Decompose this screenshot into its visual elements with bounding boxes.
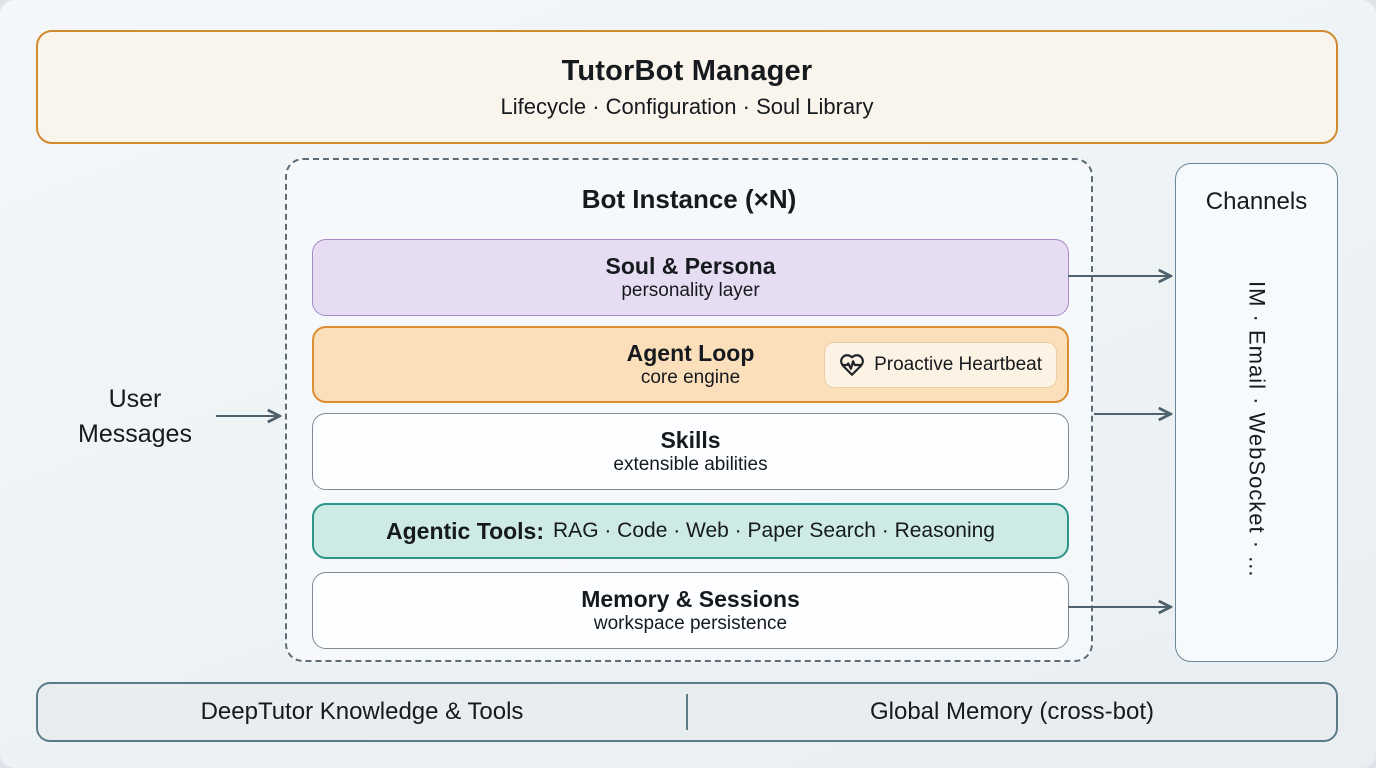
soul-persona-node: Soul & Persona personality layer (312, 239, 1069, 316)
soul-persona-title: Soul & Persona (605, 252, 776, 279)
deeptutor-knowledge-label: DeepTutor Knowledge & Tools (200, 698, 524, 725)
agentic-tools-node: Agentic Tools: RAG · Code · Web · Paper … (312, 503, 1069, 559)
proactive-heartbeat-label: Proactive Heartbeat (874, 353, 1042, 375)
bot-instance-title: Bot Instance (×N) (581, 184, 797, 214)
foundation-bar: DeepTutor Knowledge & Tools Global Memor… (36, 682, 1338, 742)
user-messages-label: User Messages (40, 382, 230, 451)
channels-items: IM · Email · WebSocket · ... (1244, 281, 1270, 578)
memory-sessions-node: Memory & Sessions workspace persistence (312, 572, 1069, 649)
memory-sessions-title: Memory & Sessions (581, 585, 800, 612)
foundation-divider (686, 694, 688, 730)
skills-subtitle: extensible abilities (613, 454, 768, 476)
manager-subtitle: Lifecycle · Configuration · Soul Library (500, 93, 874, 119)
memory-sessions-subtitle: workspace persistence (593, 613, 788, 635)
soul-persona-subtitle: personality layer (621, 280, 760, 302)
proactive-heartbeat-badge: Proactive Heartbeat (824, 341, 1057, 388)
manager-title: TutorBot Manager (561, 54, 813, 87)
heart-pulse-icon (839, 352, 865, 378)
agentic-tools-items: RAG · Code · Web · Paper Search · Reason… (553, 519, 995, 542)
agent-loop-title: Agent Loop (626, 339, 755, 366)
global-memory-label: Global Memory (cross-bot) (869, 698, 1155, 725)
skills-title: Skills (660, 426, 721, 453)
agent-loop-subtitle: core engine (640, 367, 741, 389)
skills-node: Skills extensible abilities (312, 413, 1069, 490)
channels-node: Channels IM · Email · WebSocket · ... (1175, 163, 1338, 662)
user-messages-line1: User (108, 385, 162, 413)
channels-title: Channels (1205, 188, 1308, 215)
agent-loop-node: Agent Loop core engine Proactive Heartbe… (312, 326, 1069, 403)
bot-instance-group: Bot Instance (×N) Soul & Persona persona… (285, 158, 1093, 662)
tutorbot-manager-node: TutorBot Manager Lifecycle · Configurati… (36, 30, 1338, 144)
agentic-tools-prefix: Agentic Tools: (386, 517, 545, 544)
user-messages-line2: Messages (78, 419, 192, 448)
